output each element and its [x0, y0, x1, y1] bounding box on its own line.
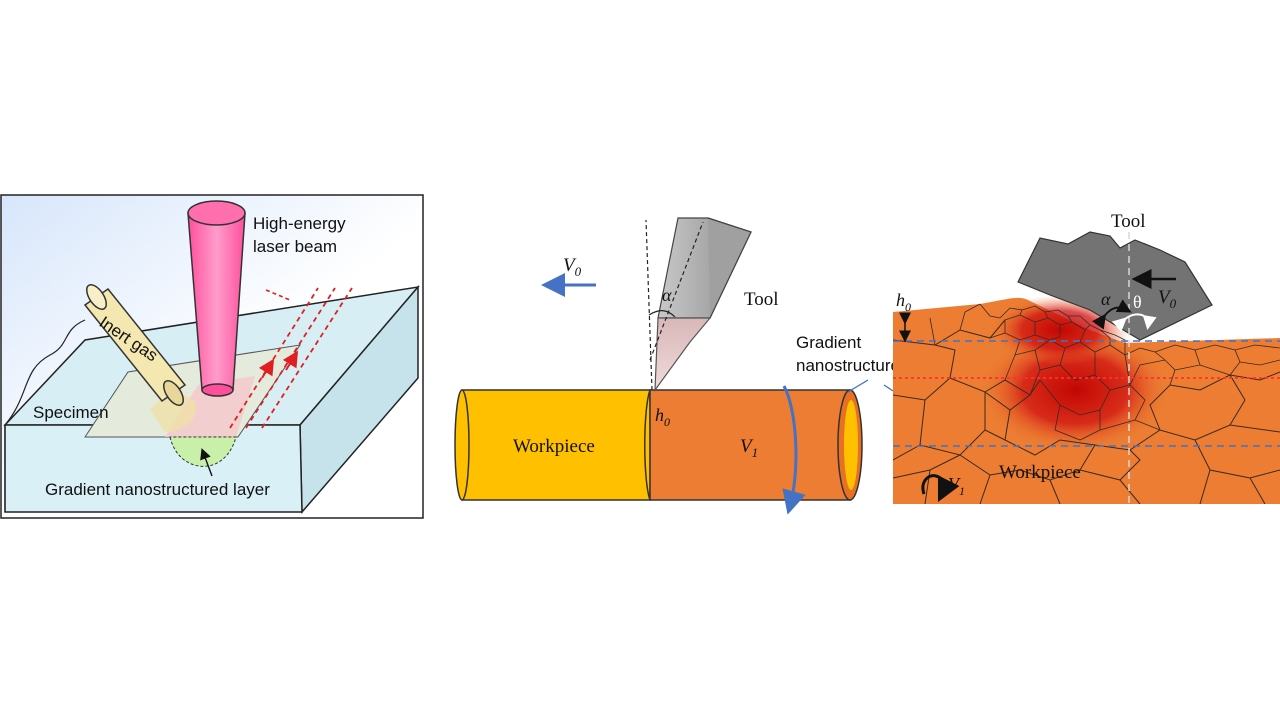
gas-cloud [150, 394, 196, 432]
inert-gas-nozzle-icon [83, 284, 187, 406]
specimen-broken-edge [4, 319, 86, 426]
theta-label-c: θ [1133, 292, 1142, 312]
rotation-arrow-c-icon [921, 474, 960, 503]
feed-label-c: V0 [1158, 287, 1177, 311]
tool-axis [649, 221, 704, 361]
specimen-label: Specimen [33, 403, 109, 422]
layer-pointer-arrow [200, 448, 213, 477]
tool-label-c: Tool [1111, 211, 1146, 232]
workpiece-label-c: Workpiece [999, 462, 1081, 483]
tool-label-b: Tool [744, 289, 779, 310]
layer-leader-b [847, 379, 869, 393]
rotation-arrow-icon [782, 385, 806, 515]
scan-track-top [265, 289, 291, 301]
fine-grain-boundaries [929, 303, 1280, 441]
cylinder-core [844, 400, 858, 490]
laser-label-line2: laser beam [253, 237, 337, 256]
scan-track-1 [229, 287, 319, 429]
theta-arc [1111, 313, 1157, 332]
alpha-arc [1091, 299, 1132, 330]
workpiece-label-b: Workpiece [513, 436, 595, 457]
panel-c-microstructure: Tool h0 α θ V0 Workpiece V1 [893, 211, 1280, 504]
scan-arrow-2 [282, 350, 299, 371]
rotation-label-b: V1 [740, 436, 758, 460]
laser-label-line1: High-energy [253, 214, 346, 233]
angle-arc [648, 310, 676, 318]
laser-beam-icon [187, 200, 246, 397]
feed-label-b: V0 [563, 255, 582, 279]
depth-label-c: h0 [896, 290, 911, 314]
cylinder-left-end [454, 389, 470, 501]
scan-arrow-1 [258, 358, 275, 379]
layer-label-a: Gradient nanostructured layer [45, 480, 270, 499]
vertical-reference [645, 219, 653, 391]
panel-a-laser: High-energy laser beam Inert gas Specime… [0, 194, 424, 519]
alpha-label-c: α [1101, 289, 1111, 309]
workpiece-cylinder [454, 389, 863, 501]
angle-label-b: α [662, 285, 672, 305]
panel-b-turning: V0 α Tool h0 Workpiece V1 Gradient nanos… [454, 217, 951, 515]
rotation-label-c: V1 [948, 474, 965, 498]
cutting-tool-icon [645, 217, 752, 392]
depth-label-b: h0 [655, 405, 670, 429]
section-boundary [644, 389, 651, 501]
layer-label-b-line1: Gradient [796, 333, 861, 352]
scan-track-3 [261, 287, 353, 429]
